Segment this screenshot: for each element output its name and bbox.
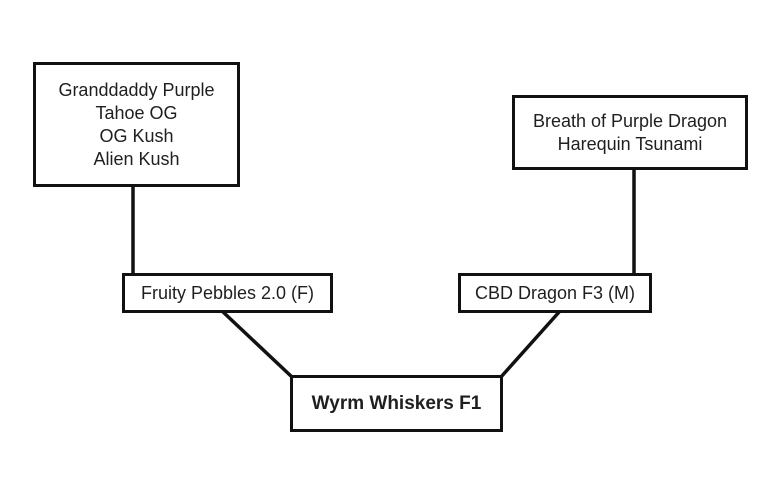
node-left-ancestors-line-2: Tahoe OG xyxy=(95,102,178,123)
node-left-ancestors-line-3: OG Kush xyxy=(99,125,174,146)
node-left-ancestors-line-1: Granddaddy Purple xyxy=(58,79,215,100)
node-male-parent-label: CBD Dragon F3 (M) xyxy=(474,282,636,303)
node-left-ancestors-line-4: Alien Kush xyxy=(93,148,180,169)
node-right-ancestors-line-1: Breath of Purple Dragon xyxy=(532,110,728,131)
node-right-ancestors: Breath of Purple Dragon Harequin Tsunami xyxy=(512,95,748,170)
node-left-ancestors: Granddaddy Purple Tahoe OG OG Kush Alien… xyxy=(33,62,240,187)
connector-female-to-offspring xyxy=(220,309,294,379)
node-offspring-label: Wyrm Whiskers F1 xyxy=(311,393,482,414)
node-female-parent: Fruity Pebbles 2.0 (F) xyxy=(122,273,333,313)
node-female-parent-label: Fruity Pebbles 2.0 (F) xyxy=(140,282,315,303)
node-right-ancestors-line-2: Harequin Tsunami xyxy=(557,133,703,154)
node-male-parent: CBD Dragon F3 (M) xyxy=(458,273,652,313)
connector-male-to-offspring xyxy=(499,309,562,379)
node-offspring: Wyrm Whiskers F1 xyxy=(290,375,503,432)
